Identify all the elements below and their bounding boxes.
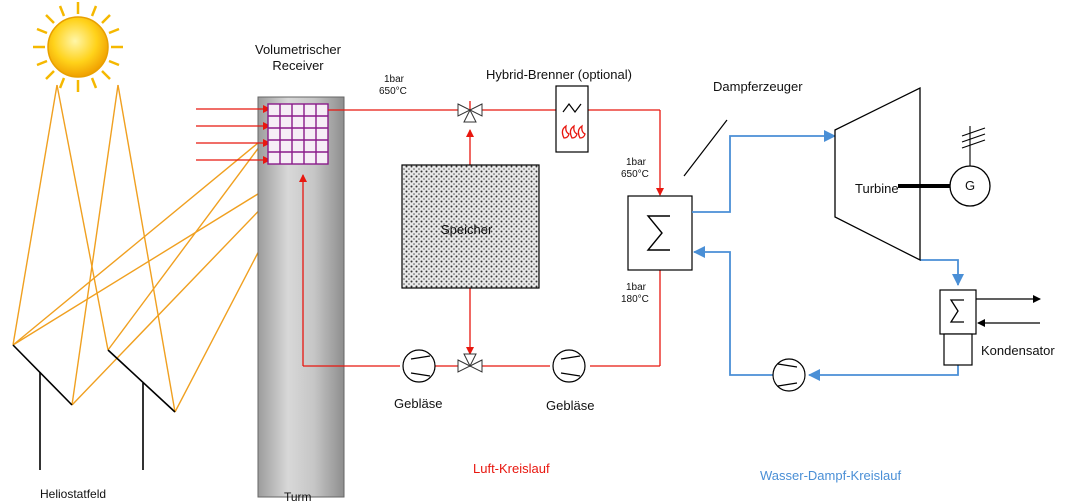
steam-generator-pointer — [683, 119, 728, 177]
blower-left-label: Gebläse — [394, 396, 443, 411]
three-way-valve-icon — [457, 353, 483, 373]
water-steam-loop-label: Wasser-Dampf-Kreislauf — [760, 468, 902, 483]
condenser-label: Kondensator — [981, 343, 1055, 358]
pump-icon — [772, 358, 806, 392]
blower-right-label: Gebläse — [546, 398, 595, 413]
hx-out-pressure: 1bar — [626, 282, 647, 293]
storage-label: Speicher — [441, 222, 493, 237]
steam-generator-label: Dampferzeuger — [713, 79, 803, 94]
heliostat-field-label: Heliostatfeld — [40, 487, 107, 501]
heliostats — [12, 344, 176, 470]
receiver-label-line2: Receiver — [272, 58, 324, 73]
pump-icon — [552, 349, 586, 383]
hybrid-burner — [555, 85, 589, 153]
three-way-valve-icon — [457, 103, 483, 123]
storage-tank — [401, 164, 540, 289]
hx-in-pressure: 1bar — [626, 157, 647, 168]
air-loop — [299, 101, 664, 367]
water-steam-loop — [692, 130, 964, 381]
tower-label: Turm — [284, 490, 312, 504]
incoming-air-arrows — [196, 105, 271, 164]
hx-out-temp: 180°C — [621, 294, 649, 305]
generator-label: G — [964, 178, 976, 193]
condenser — [939, 289, 1041, 366]
hx-in-temp: 650°C — [621, 169, 649, 180]
pump-icon — [402, 349, 436, 383]
sun-icon — [33, 2, 123, 92]
air-loop-label: Luft-Kreislauf — [473, 461, 550, 476]
heat-exchanger-icon — [627, 195, 693, 271]
turbine-label: Turbine — [855, 181, 899, 196]
volumetric-receiver — [267, 103, 329, 165]
turbine — [834, 86, 921, 262]
hybrid-burner-label: Hybrid-Brenner (optional) — [486, 67, 632, 82]
flame-icon — [561, 124, 586, 139]
solar-rays — [12, 84, 301, 413]
receiver-label-line1: Volumetrischer — [255, 42, 341, 57]
hot-air-top-pressure: 1bar — [384, 74, 405, 85]
grid-connection-icon — [961, 126, 986, 166]
hot-air-top-temp: 650°C — [379, 86, 407, 97]
